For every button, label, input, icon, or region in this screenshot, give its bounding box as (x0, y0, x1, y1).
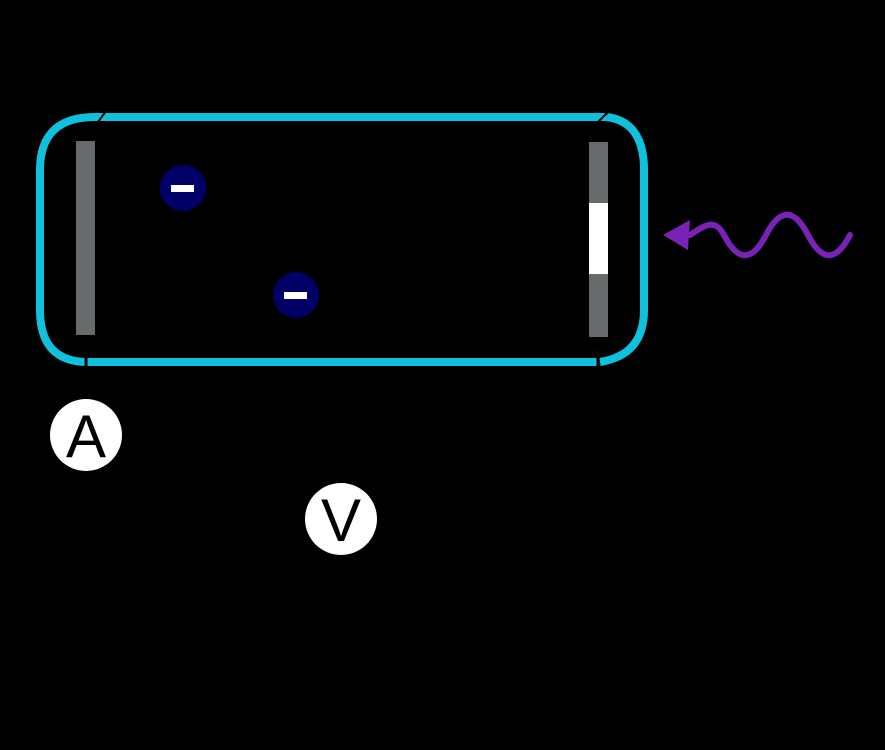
tube-left-wall (36, 113, 100, 366)
tube-right-wall (599, 113, 648, 366)
ammeter-face (50, 399, 122, 471)
left-wire-entry (97, 110, 107, 123)
emitter-lower-plate (589, 274, 608, 337)
negative-sign-icon (284, 292, 307, 299)
emitter-electrode (589, 142, 608, 337)
voltmeter-face (305, 483, 377, 555)
collector-electrode (76, 141, 95, 335)
electron (273, 272, 319, 318)
voltmeter-label: V (321, 487, 361, 554)
emitter-window (589, 203, 608, 274)
wavy-arrow-icon (663, 212, 853, 258)
photon-arrowhead (663, 220, 690, 250)
electron (160, 165, 206, 211)
emitter-upper-plate (589, 142, 608, 203)
photon-wave (687, 212, 853, 258)
right-wire-entry (597, 110, 610, 123)
ammeter-label: A (66, 403, 106, 470)
vacuum-tube (36, 110, 648, 366)
voltmeter: V (305, 483, 377, 555)
negative-sign-icon (171, 185, 194, 192)
ammeter: A (50, 399, 122, 471)
